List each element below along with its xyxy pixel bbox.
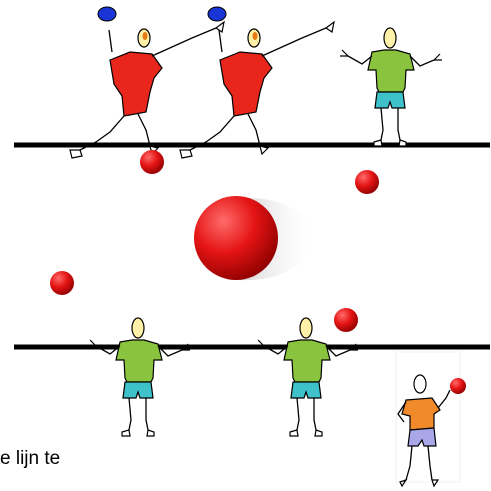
ball-icon bbox=[334, 308, 358, 332]
large-ball-icon bbox=[194, 196, 278, 280]
green-shirt-player-icon bbox=[87, 317, 191, 437]
green-shirt-player-icon bbox=[255, 317, 359, 437]
red-shirt-player-with-paddle-icon bbox=[69, 6, 225, 159]
ball-icon bbox=[355, 170, 379, 194]
red-shirt-player-with-paddle-icon bbox=[179, 6, 335, 159]
ball-icon bbox=[50, 271, 74, 295]
green-shirt-player-icon bbox=[339, 27, 443, 147]
caption-text: e lijn te bbox=[0, 448, 61, 469]
ball-icon bbox=[140, 150, 164, 174]
ball-icon bbox=[450, 378, 466, 394]
